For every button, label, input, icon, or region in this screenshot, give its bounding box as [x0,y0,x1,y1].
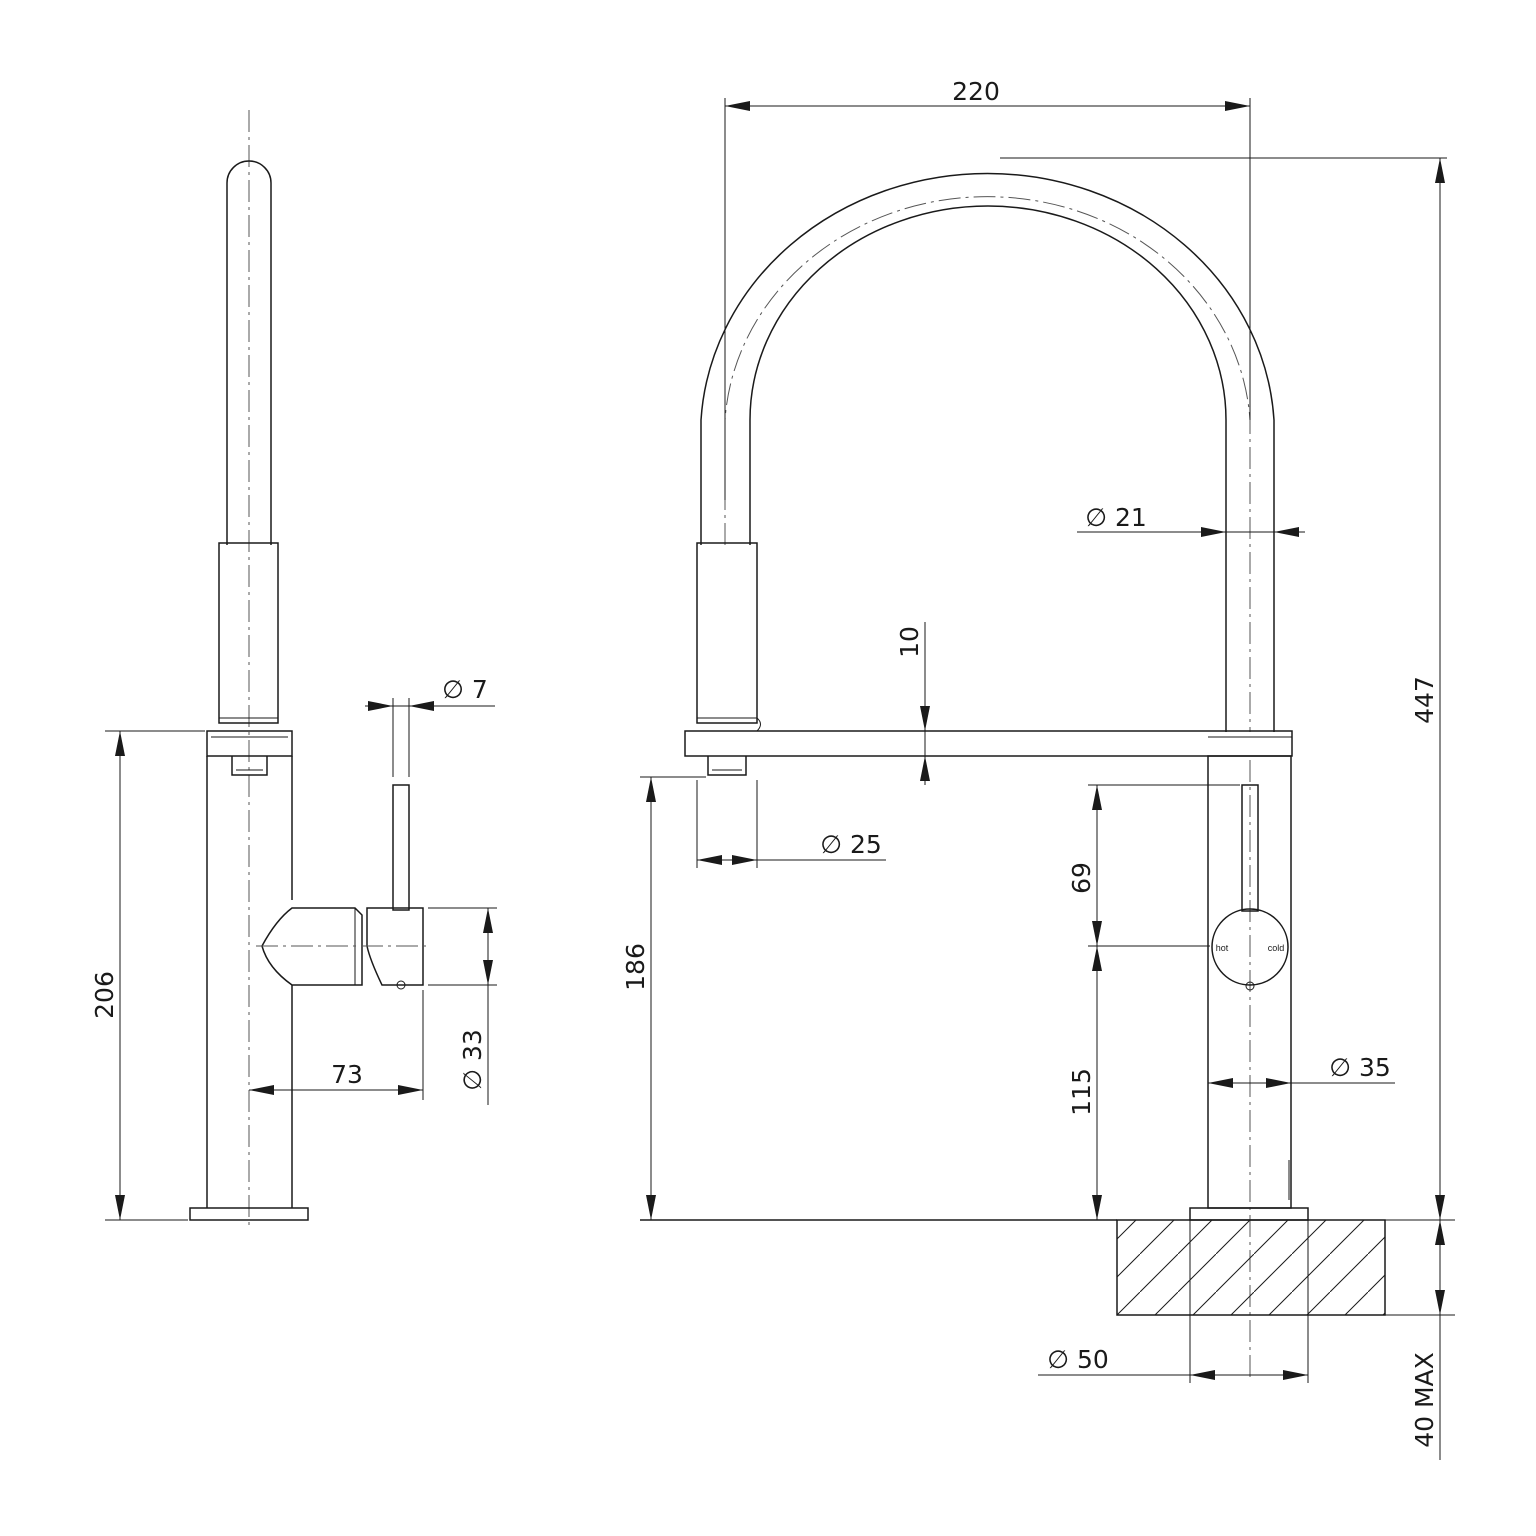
dim-front-body-diameter: ∅ 35 [1329,1053,1391,1082]
side-lever-knob [366,907,424,986]
front-spout-arm [684,730,1293,757]
bench-section-hatch [1116,1219,1386,1316]
dim-front-outlet-height: 186 [621,943,650,991]
side-hose-sleeve [218,542,279,724]
front-lever-handle [1211,908,1289,986]
dim-front-base-diameter: ∅ 50 [1047,1345,1109,1374]
front-spout-arch-outer [700,172,1275,732]
side-view: ∅ 7 206 73 ∅ 33 [90,110,497,1225]
dim-side-lever-diameter: ∅ 33 [458,1029,487,1091]
front-base [1189,1207,1309,1221]
front-lever-screw [1245,981,1255,991]
side-lever-stem [392,784,410,911]
side-base [189,1207,309,1221]
dim-front-spout-arm-thickness: 10 [895,626,924,658]
dim-front-overall-height: 447 [1410,676,1439,724]
side-lever-screw [396,980,406,990]
front-lever-stem [1241,784,1259,912]
side-spout-tube [226,160,272,545]
side-spout-arm-cap [206,730,293,757]
dim-side-body-height: 206 [90,971,119,1019]
dim-side-lever-reach: 73 [331,1060,363,1089]
dim-side-hose-diameter: ∅ 7 [442,675,488,704]
front-nozzle [707,756,747,776]
dim-front-lever-height: 115 [1067,1068,1096,1116]
side-lever-boss [261,907,363,986]
handle-label-hot: hot [1216,943,1229,953]
dim-front-nozzle-diameter: ∅ 25 [820,830,882,859]
front-spout-arch-center [724,196,1251,732]
dim-front-spout-tube-diameter: ∅ 21 [1085,503,1147,532]
dim-front-lever-to-top: 69 [1067,862,1096,894]
dim-front-bench-thickness: 40 MAX [1410,1352,1439,1448]
side-nozzle [231,756,268,776]
dim-front-spout-reach: 220 [952,77,1000,106]
front-view: hot cold 220 ∅ 21 10 186 [621,77,1455,1460]
handle-label-cold: cold [1268,943,1285,953]
front-spout-arch-inner [749,205,1227,732]
front-hose-sleeve [696,542,758,724]
